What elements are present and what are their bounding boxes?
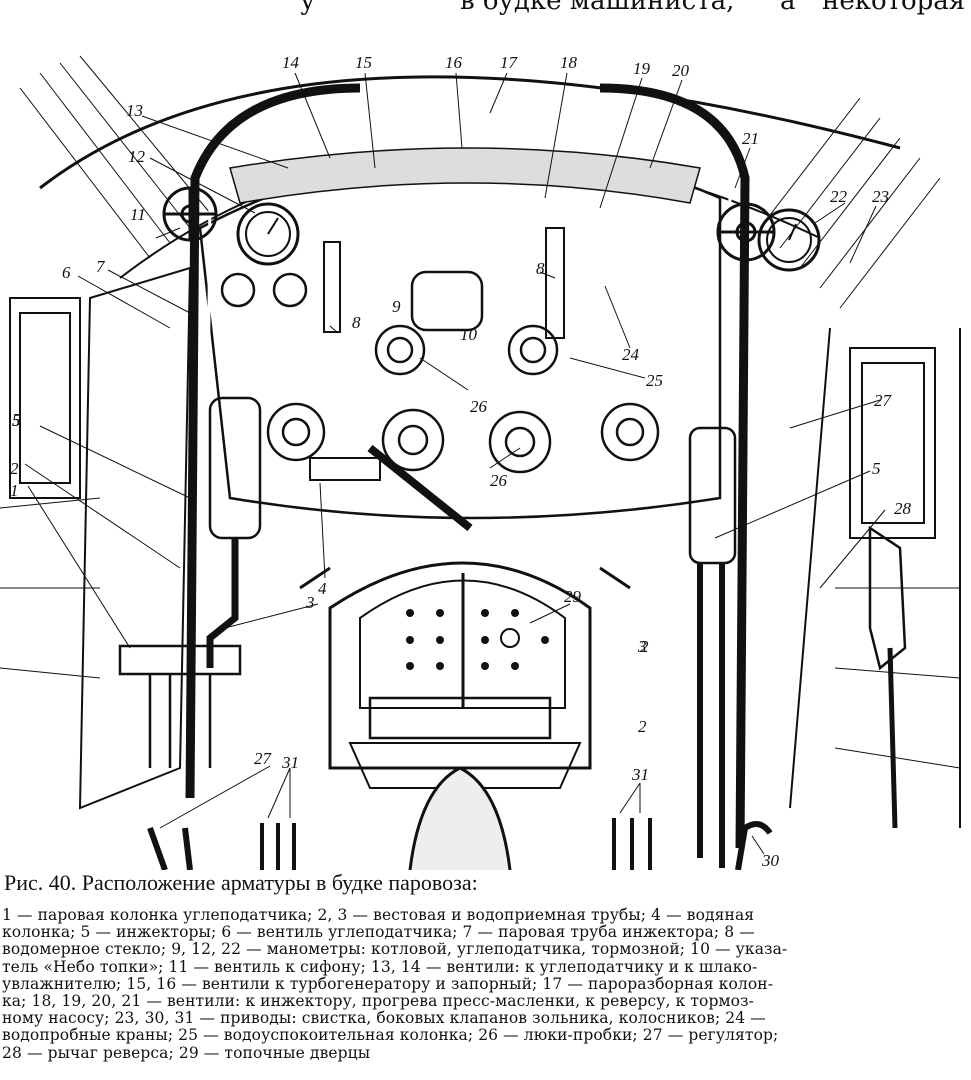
legend-line: 28 — рычаг реверса; 29 — топочные дверцы (2, 1044, 371, 1062)
callout-16: 16 (445, 53, 463, 72)
callout-8: 8 (352, 313, 361, 332)
callout-21: 21 (742, 129, 759, 148)
cropped-word: у (300, 0, 316, 16)
legend-line: 1 — паровая колонка углеподатчика; 2, 3 … (2, 907, 755, 924)
callout-27: 27 (254, 749, 273, 768)
legend-line: ному насосу; 23, 30, 31 — приводы: свист… (2, 1010, 766, 1028)
callout-11: 11 (130, 205, 146, 224)
cropped-word: в будке машиниста, (460, 0, 735, 16)
callout-14: 14 (282, 53, 300, 72)
callout-31: 31 (631, 765, 649, 784)
figure-legend: 1 — паровая колонка углеподатчика; 2, 3 … (2, 907, 969, 1062)
callout-23: 23 (872, 187, 889, 206)
callout-5: 5 (12, 410, 21, 430)
callout-4: 4 (318, 579, 327, 598)
callout-2: 2 (10, 459, 19, 478)
legend-line: ка; 18, 19, 20, 21 — вентили: к инжектор… (2, 993, 754, 1011)
callout-3: 3 (637, 637, 647, 656)
cropped-word: а (780, 0, 796, 16)
cropped-word: некоторая (822, 0, 966, 16)
cropped-text-line: у в будке машиниста, а некоторая (0, 0, 971, 26)
callout-29: 29 (564, 587, 582, 606)
callout-18: 18 (560, 53, 578, 72)
callout-27: 27 (874, 391, 893, 410)
callout-13: 13 (126, 101, 143, 120)
callout-19: 19 (633, 59, 651, 78)
callout-1: 1 (10, 481, 19, 500)
callout-22: 22 (830, 187, 848, 206)
callout-15: 15 (355, 53, 372, 72)
callout-2: 2 (638, 717, 647, 736)
callout-8: 8 (536, 259, 545, 278)
figure-caption: Рис. 40. Расположение арматуры в будке п… (4, 870, 478, 895)
callout-17: 17 (500, 53, 519, 72)
legend-line: увлажнителю; 15, 16 — вентили к турбоген… (2, 975, 774, 993)
legend-line: тель «Небо топки»; 11 — вентиль к сифону… (2, 958, 758, 976)
legend-line: колонка; 5 — инжекторы; 6 — вентиль угле… (2, 924, 755, 942)
callout-28: 28 (894, 499, 912, 518)
callout-2: 2 (640, 637, 649, 656)
legend-line: водомерное стекло; 9, 12, 22 — манометры… (2, 941, 788, 959)
callout-12: 12 (128, 147, 146, 166)
callout-25: 25 (646, 371, 663, 390)
callout-24: 24 (622, 345, 640, 364)
callout-3: 3 (305, 593, 315, 612)
legend-line: водопробные краны; 25 — водоуспокоительн… (2, 1027, 779, 1045)
callout-5: 5 (872, 459, 881, 478)
callout-26: 26 (470, 397, 488, 416)
callout-10: 10 (460, 325, 478, 344)
callout-30: 30 (761, 851, 780, 870)
locomotive-cab-drawing: 1 2 2 2 3 3 4 5 5 6 7 8 8 9 10 11 12 13 … (0, 53, 961, 870)
callout-31: 31 (281, 753, 299, 772)
callout-7: 7 (96, 257, 106, 276)
callout-26: 26 (490, 471, 508, 490)
callout-6: 6 (62, 263, 71, 282)
callout-20: 20 (672, 61, 690, 80)
callout-9: 9 (392, 297, 401, 316)
